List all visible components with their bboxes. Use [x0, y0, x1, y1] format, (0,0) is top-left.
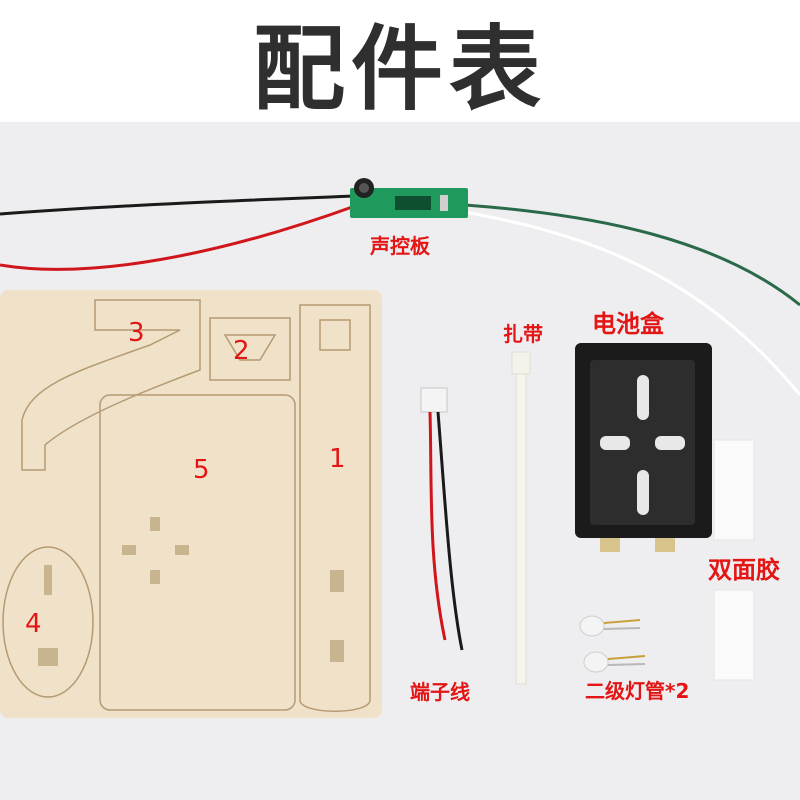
header: 配件表	[0, 0, 800, 123]
part-2-outline	[209, 317, 291, 381]
red-wire	[0, 204, 356, 271]
part-5-outline	[99, 394, 296, 711]
terminal-wire	[420, 387, 464, 651]
part-3-outline	[21, 299, 201, 471]
sound-control-board	[350, 178, 468, 218]
part-number-4: 4	[25, 609, 42, 639]
label-battery-box: 电池盒	[592, 310, 664, 338]
black-wire	[0, 194, 356, 216]
cable-tie	[511, 351, 531, 685]
part-4-outline	[2, 546, 94, 698]
part-1-outline	[299, 304, 371, 712]
label-terminal-wire: 端子线	[410, 680, 470, 704]
label-led: 二级灯管*2	[585, 679, 690, 703]
battery-box	[575, 343, 712, 552]
part-number-2: 2	[233, 336, 250, 366]
part-number-5: 5	[193, 455, 210, 485]
led-pair	[579, 615, 646, 673]
double-sided-tape	[713, 439, 755, 681]
label-sound-board: 声控板	[370, 234, 430, 258]
part-number-3: 3	[128, 318, 145, 348]
page-title: 配件表	[252, 15, 547, 123]
part-number-1: 1	[329, 444, 346, 474]
label-cable-tie: 扎带	[503, 322, 543, 346]
white-wire	[464, 210, 800, 396]
parts-illustration	[0, 178, 800, 718]
green-wire	[464, 203, 800, 307]
wooden-board	[0, 290, 382, 718]
product-photo: 3 2 1 5 4 声控板 扎带 电池盒 双面胶 端子线 二级灯管*2	[0, 122, 800, 800]
label-double-tape: 双面胶	[708, 556, 780, 584]
